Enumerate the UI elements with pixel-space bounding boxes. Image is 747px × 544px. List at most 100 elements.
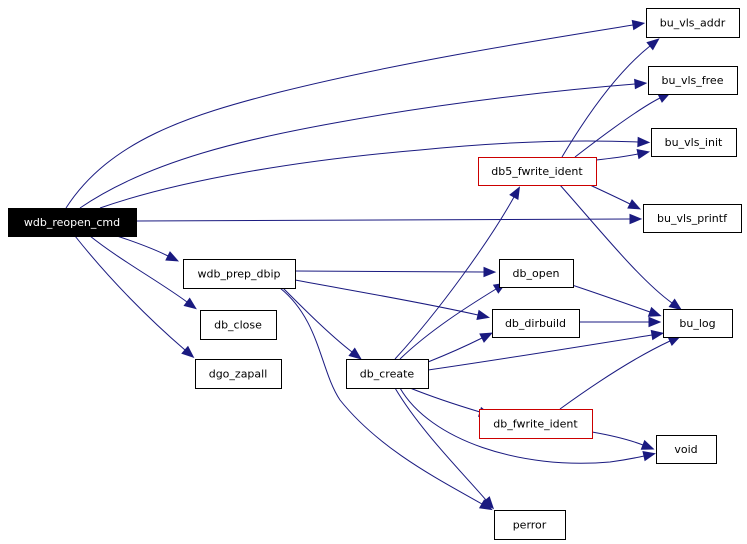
- node-label: db_open: [513, 267, 560, 280]
- arrowhead: [483, 266, 497, 278]
- node-db-dirbuild[interactable]: db_dirbuild: [492, 309, 580, 338]
- node-box: [183, 259, 296, 289]
- node-bu-vls-printf[interactable]: bu_vls_printf: [643, 204, 742, 233]
- node-label: db5_fwrite_ident: [491, 165, 583, 178]
- node-label: db_create: [360, 368, 415, 381]
- arrowhead: [648, 316, 662, 328]
- node-bu-vls-addr[interactable]: bu_vls_addr: [646, 8, 740, 38]
- arrowhead: [183, 297, 197, 310]
- node-label: perror: [513, 519, 547, 532]
- edge-db5_fwrite_ident-to-bu_vls_printf: [589, 184, 642, 210]
- node-label: db_fwrite_ident: [493, 418, 578, 431]
- node-bu-vls-init[interactable]: bu_vls_init: [651, 128, 737, 157]
- node-box: [8, 208, 137, 237]
- node-box: [656, 435, 717, 464]
- edge-line: [282, 287, 353, 353]
- arrowhead: [647, 306, 662, 317]
- arrowhead: [668, 298, 683, 311]
- arrowhead: [631, 19, 646, 31]
- edge-wdb_prep_dbip-to-db_open: [294, 266, 497, 278]
- node-box: [478, 157, 597, 186]
- edge-db_create-to-db_dirbuild: [427, 332, 494, 363]
- node-db-create[interactable]: db_create: [346, 359, 429, 389]
- arrowhead: [181, 345, 195, 359]
- edge-line: [65, 24, 634, 209]
- node-db-open[interactable]: db_open: [499, 259, 574, 288]
- edge-wdb_reopen_cmd-to-bu_vls_printf: [135, 213, 643, 225]
- edge-db_create-to-perror: [394, 387, 495, 510]
- node-label: bu_vls_init: [665, 136, 723, 149]
- node-dgo-zapall[interactable]: dgo_zapall: [195, 359, 282, 389]
- edge-line: [427, 337, 483, 363]
- edge-line: [595, 153, 639, 161]
- edge-line: [559, 340, 671, 410]
- edge-line: [116, 235, 169, 257]
- node-bu-log[interactable]: bu_log: [663, 309, 733, 338]
- arrowhead: [165, 251, 180, 262]
- edge-line: [294, 279, 479, 316]
- edge-line: [399, 387, 645, 464]
- arrowhead: [646, 38, 660, 51]
- edge-line: [427, 334, 653, 371]
- edge-wdb_reopen_cmd-to-bu_vls_init: [99, 136, 651, 209]
- edge-wdb_reopen_cmd-to-db_close: [89, 235, 197, 310]
- node-box: [663, 309, 733, 338]
- node-box: [643, 204, 742, 233]
- node-db-close[interactable]: db_close: [200, 310, 277, 340]
- edge-line: [561, 45, 651, 158]
- edge-db_open-to-bu_log: [571, 284, 662, 317]
- node-label: bu_vls_printf: [657, 212, 728, 225]
- arrowhead: [650, 329, 665, 341]
- node-label: wdb_reopen_cmd: [24, 216, 120, 229]
- edge-line: [79, 83, 636, 209]
- edge-wdb_reopen_cmd-to-wdb_prep_dbip: [116, 235, 180, 262]
- arrowhead: [476, 309, 491, 321]
- node-label: bu_log: [679, 317, 715, 330]
- node-label: db_close: [214, 319, 262, 332]
- node-box: [492, 309, 580, 338]
- nodes-layer: wdb_reopen_cmd bu_vls_addr bu_vls_free bu_v…: [8, 8, 742, 540]
- arrowhead: [348, 347, 362, 360]
- node-void[interactable]: void: [656, 435, 717, 464]
- node-wdb-prep-dbip[interactable]: wdb_prep_dbip: [183, 259, 296, 289]
- edge-line: [74, 235, 186, 351]
- edge-wdb_prep_dbip-to-db_dirbuild: [294, 279, 491, 321]
- edge-wdb_prep_dbip-to-perror: [279, 287, 493, 511]
- edge-line: [589, 184, 631, 205]
- node-box: [494, 510, 566, 540]
- arrowhead: [637, 136, 651, 148]
- edge-line: [559, 184, 673, 304]
- node-box: [499, 259, 574, 288]
- edge-line: [135, 218, 631, 222]
- edge-line: [574, 97, 661, 158]
- edge-wdb_reopen_cmd-to-bu_vls_addr: [65, 19, 646, 209]
- node-db5-fwrite-ident[interactable]: db5_fwrite_ident: [478, 157, 597, 186]
- node-perror[interactable]: perror: [494, 510, 566, 540]
- node-db-fwrite-ident[interactable]: db_fwrite_ident: [479, 409, 593, 439]
- edge-line: [294, 270, 485, 273]
- node-label: db_dirbuild: [505, 317, 566, 330]
- node-box: [646, 8, 740, 38]
- arrowhead: [481, 496, 495, 510]
- edge-line: [99, 140, 639, 209]
- arrowhead: [509, 186, 521, 200]
- node-label: wdb_prep_dbip: [198, 268, 281, 281]
- node-box: [195, 359, 282, 389]
- arrowhead: [636, 148, 651, 160]
- node-bu-vls-free[interactable]: bu_vls_free: [648, 66, 738, 95]
- node-label: bu_vls_free: [662, 74, 724, 87]
- edges-layer: [65, 19, 683, 511]
- node-wdb-reopen-cmd[interactable]: wdb_reopen_cmd: [8, 208, 137, 237]
- edge-db_create-to-bu_log: [427, 329, 665, 371]
- edge-db_create-to-db5_fwrite_ident: [394, 186, 521, 360]
- edge-line: [399, 288, 497, 360]
- edge-db5_fwrite_ident-to-bu_log: [559, 184, 683, 311]
- arrowhead: [634, 78, 648, 90]
- arrowhead: [629, 213, 643, 225]
- edge-line: [591, 431, 644, 446]
- node-box: [651, 128, 737, 157]
- edge-db5_fwrite_ident-to-bu_vls_addr: [561, 38, 660, 158]
- edge-line: [89, 235, 188, 303]
- node-box: [479, 409, 593, 439]
- edge-line: [279, 287, 483, 505]
